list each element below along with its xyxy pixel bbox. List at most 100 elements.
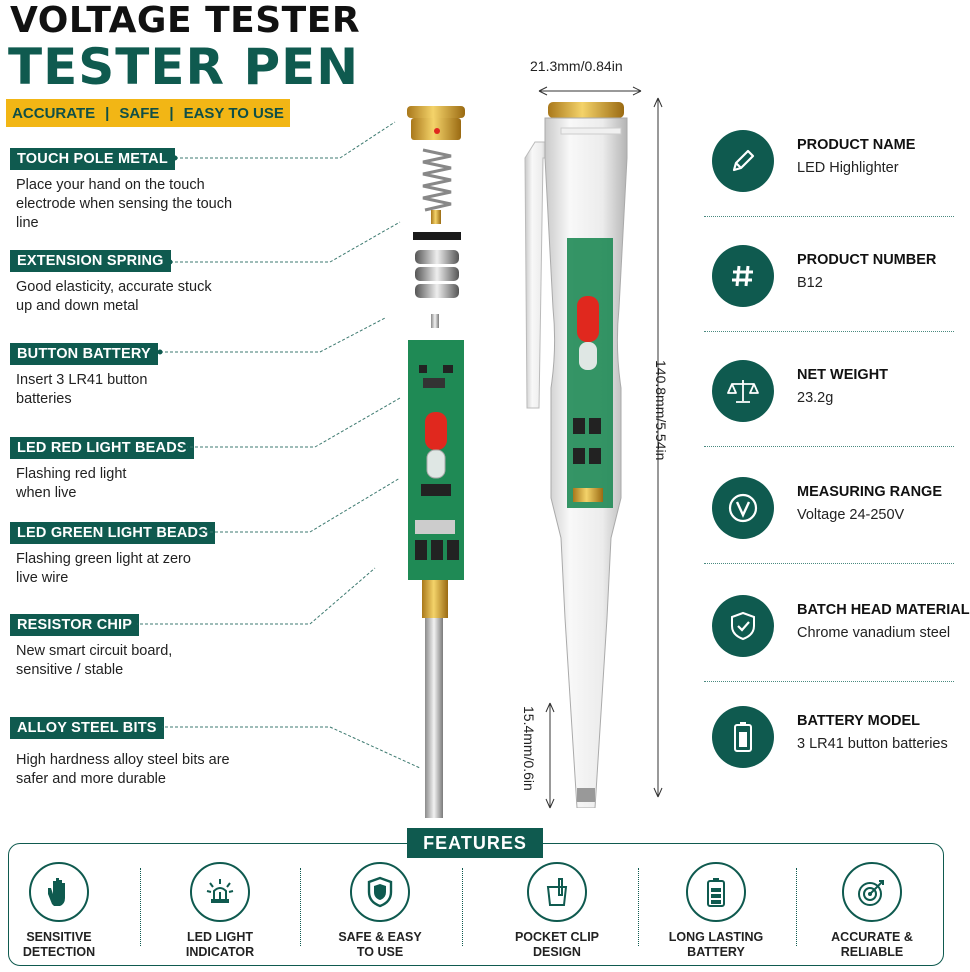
feature-label: SENSITIVE DETECTION	[22, 930, 96, 959]
exploded-pen-illustration	[407, 106, 465, 818]
component-button-battery: BUTTON BATTERY Insert 3 LR41 button batt…	[10, 343, 340, 409]
tagline-safe: SAFE	[119, 104, 160, 122]
feature-divider	[638, 868, 639, 946]
pcb-chip	[443, 365, 453, 373]
feature-safe-easy: SAFE & EASY TO USE	[305, 862, 455, 960]
dimension-width: 21.3mm/0.84in	[530, 58, 623, 74]
spec-value: 3 LR41 button batteries	[797, 736, 948, 752]
component-label: EXTENSION SPRING	[10, 250, 171, 272]
feature-divider	[796, 868, 797, 946]
feature-divider	[140, 868, 141, 946]
component-label: LED RED LIGHT BEADS	[10, 437, 194, 459]
component-desc: High hardness alloy steel bits are safer…	[16, 752, 230, 787]
width-dimension-line	[538, 86, 642, 96]
spec-battery-model: BATTERY MODEL 3 LR41 button batteries	[712, 706, 968, 786]
shield-check-icon	[350, 862, 410, 922]
pen-icon	[712, 130, 774, 192]
voltage-icon	[712, 477, 774, 539]
pen-inner-thread	[573, 488, 603, 502]
resistor-chip	[415, 540, 427, 560]
feature-long-battery: LONG LASTING BATTERY	[641, 862, 791, 960]
component-resistor-chip: RESISTOR CHIP New smart circuit board, s…	[10, 614, 340, 680]
component-alloy-bits: ALLOY STEEL BITS High hardness alloy ste…	[10, 717, 340, 789]
spec-label: PRODUCT NAME	[797, 137, 916, 153]
feature-divider	[462, 868, 463, 946]
spec-divider	[704, 331, 954, 332]
feature-sensitive-detection: SENSITIVE DETECTION	[0, 862, 134, 960]
component-desc: Flashing red light when live	[16, 466, 127, 501]
component-desc: New smart circuit board, sensitive / sta…	[16, 643, 173, 678]
resistor-pad	[415, 520, 455, 534]
feature-led-indicator: LED LIGHT INDICATOR	[145, 862, 295, 960]
spec-product-number: PRODUCT NUMBER B12	[712, 245, 968, 325]
pen-pcb	[567, 238, 613, 508]
hash-icon	[712, 245, 774, 307]
hand-icon	[29, 862, 89, 922]
spec-label: BATCH HEAD MATERIAL	[797, 602, 970, 618]
feature-label: POCKET CLIP DESIGN	[514, 930, 600, 959]
scale-icon	[712, 360, 774, 422]
spring-contact	[431, 210, 441, 224]
battery-icon	[712, 706, 774, 768]
pen-resistor	[589, 448, 601, 464]
spec-product-name: PRODUCT NAME LED Highlighter	[712, 130, 968, 210]
pcb-chip	[423, 378, 445, 388]
length-dimension-line	[653, 97, 663, 798]
component-label: RESISTOR CHIP	[10, 614, 140, 636]
tagline-easy: EASY TO USE	[183, 104, 284, 122]
pen-tip	[577, 788, 595, 802]
pen-resistor	[589, 418, 601, 434]
tagline-separator: |	[169, 104, 174, 122]
dimension-tip: 15.4mm/0.6in	[521, 706, 537, 791]
battery-contact	[431, 314, 439, 328]
component-extension-spring: EXTENSION SPRING Good elasticity, accura…	[10, 250, 340, 316]
tagline-separator: |	[105, 104, 110, 122]
component-label: TOUCH POLE METAL	[10, 148, 175, 170]
led-green	[426, 449, 446, 479]
tagline-accurate: ACCURATE	[12, 104, 96, 122]
assembled-pen-illustration	[524, 102, 628, 808]
battery-cell	[415, 267, 459, 281]
dimension-length: 140.8mm/5.54in	[653, 360, 669, 461]
title-line-2: TESTER PEN	[8, 38, 360, 96]
feature-label: SAFE & EASY TO USE	[338, 930, 422, 959]
tip-dimension-line	[545, 702, 555, 809]
pen-resistor	[573, 448, 585, 464]
bit-thread	[422, 580, 448, 618]
spec-divider	[704, 216, 954, 217]
feature-accurate-reliable: ACCURATE & RELIABLE	[797, 862, 947, 960]
resistor-chip	[447, 540, 459, 560]
pen-cap	[548, 102, 624, 118]
light-icon	[190, 862, 250, 922]
spec-label: MEASURING RANGE	[797, 484, 943, 500]
component-led-green: LED GREEN LIGHT BEADS Flashing green lig…	[10, 522, 340, 588]
component-label: BUTTON BATTERY	[10, 343, 158, 365]
component-desc: Good elasticity, accurate stuck up and d…	[16, 279, 212, 314]
component-touch-pole: TOUCH POLE METAL Place your hand on the …	[10, 148, 340, 233]
component-led-red: LED RED LIGHT BEADS Flashing red light w…	[10, 437, 340, 503]
feature-divider	[300, 868, 301, 946]
resistor-chip	[431, 540, 443, 560]
spec-divider	[704, 681, 954, 682]
spec-measuring-range: MEASURING RANGE Voltage 24-250V	[712, 477, 968, 557]
spec-label: PRODUCT NUMBER	[797, 252, 937, 268]
spec-batch-head-material: BATCH HEAD MATERIAL Chrome vanadium stee…	[712, 595, 970, 675]
spec-label: BATTERY MODEL	[797, 713, 920, 729]
pen-led-red	[577, 296, 599, 342]
cap-red-dot	[434, 128, 440, 134]
spec-net-weight: NET WEIGHT 23.2g	[712, 360, 968, 440]
features-title: FEATURES	[407, 828, 543, 858]
pcb-chip	[419, 365, 427, 373]
spec-value: Chrome vanadium steel	[797, 625, 951, 641]
feature-pocket-clip: POCKET CLIP DESIGN	[482, 862, 632, 960]
target-icon	[842, 862, 902, 922]
battery-cell	[415, 250, 459, 264]
component-desc: Insert 3 LR41 button batteries	[16, 372, 148, 407]
battery-cell	[415, 284, 459, 298]
component-label: ALLOY STEEL BITS	[10, 717, 164, 739]
led-red	[425, 412, 447, 450]
title-line-1: VOLTAGE TESTER	[10, 0, 361, 41]
component-desc: Place your hand on the touch electrode w…	[16, 177, 233, 231]
component-label: LED GREEN LIGHT BEADS	[10, 522, 216, 544]
spec-divider	[704, 446, 954, 447]
